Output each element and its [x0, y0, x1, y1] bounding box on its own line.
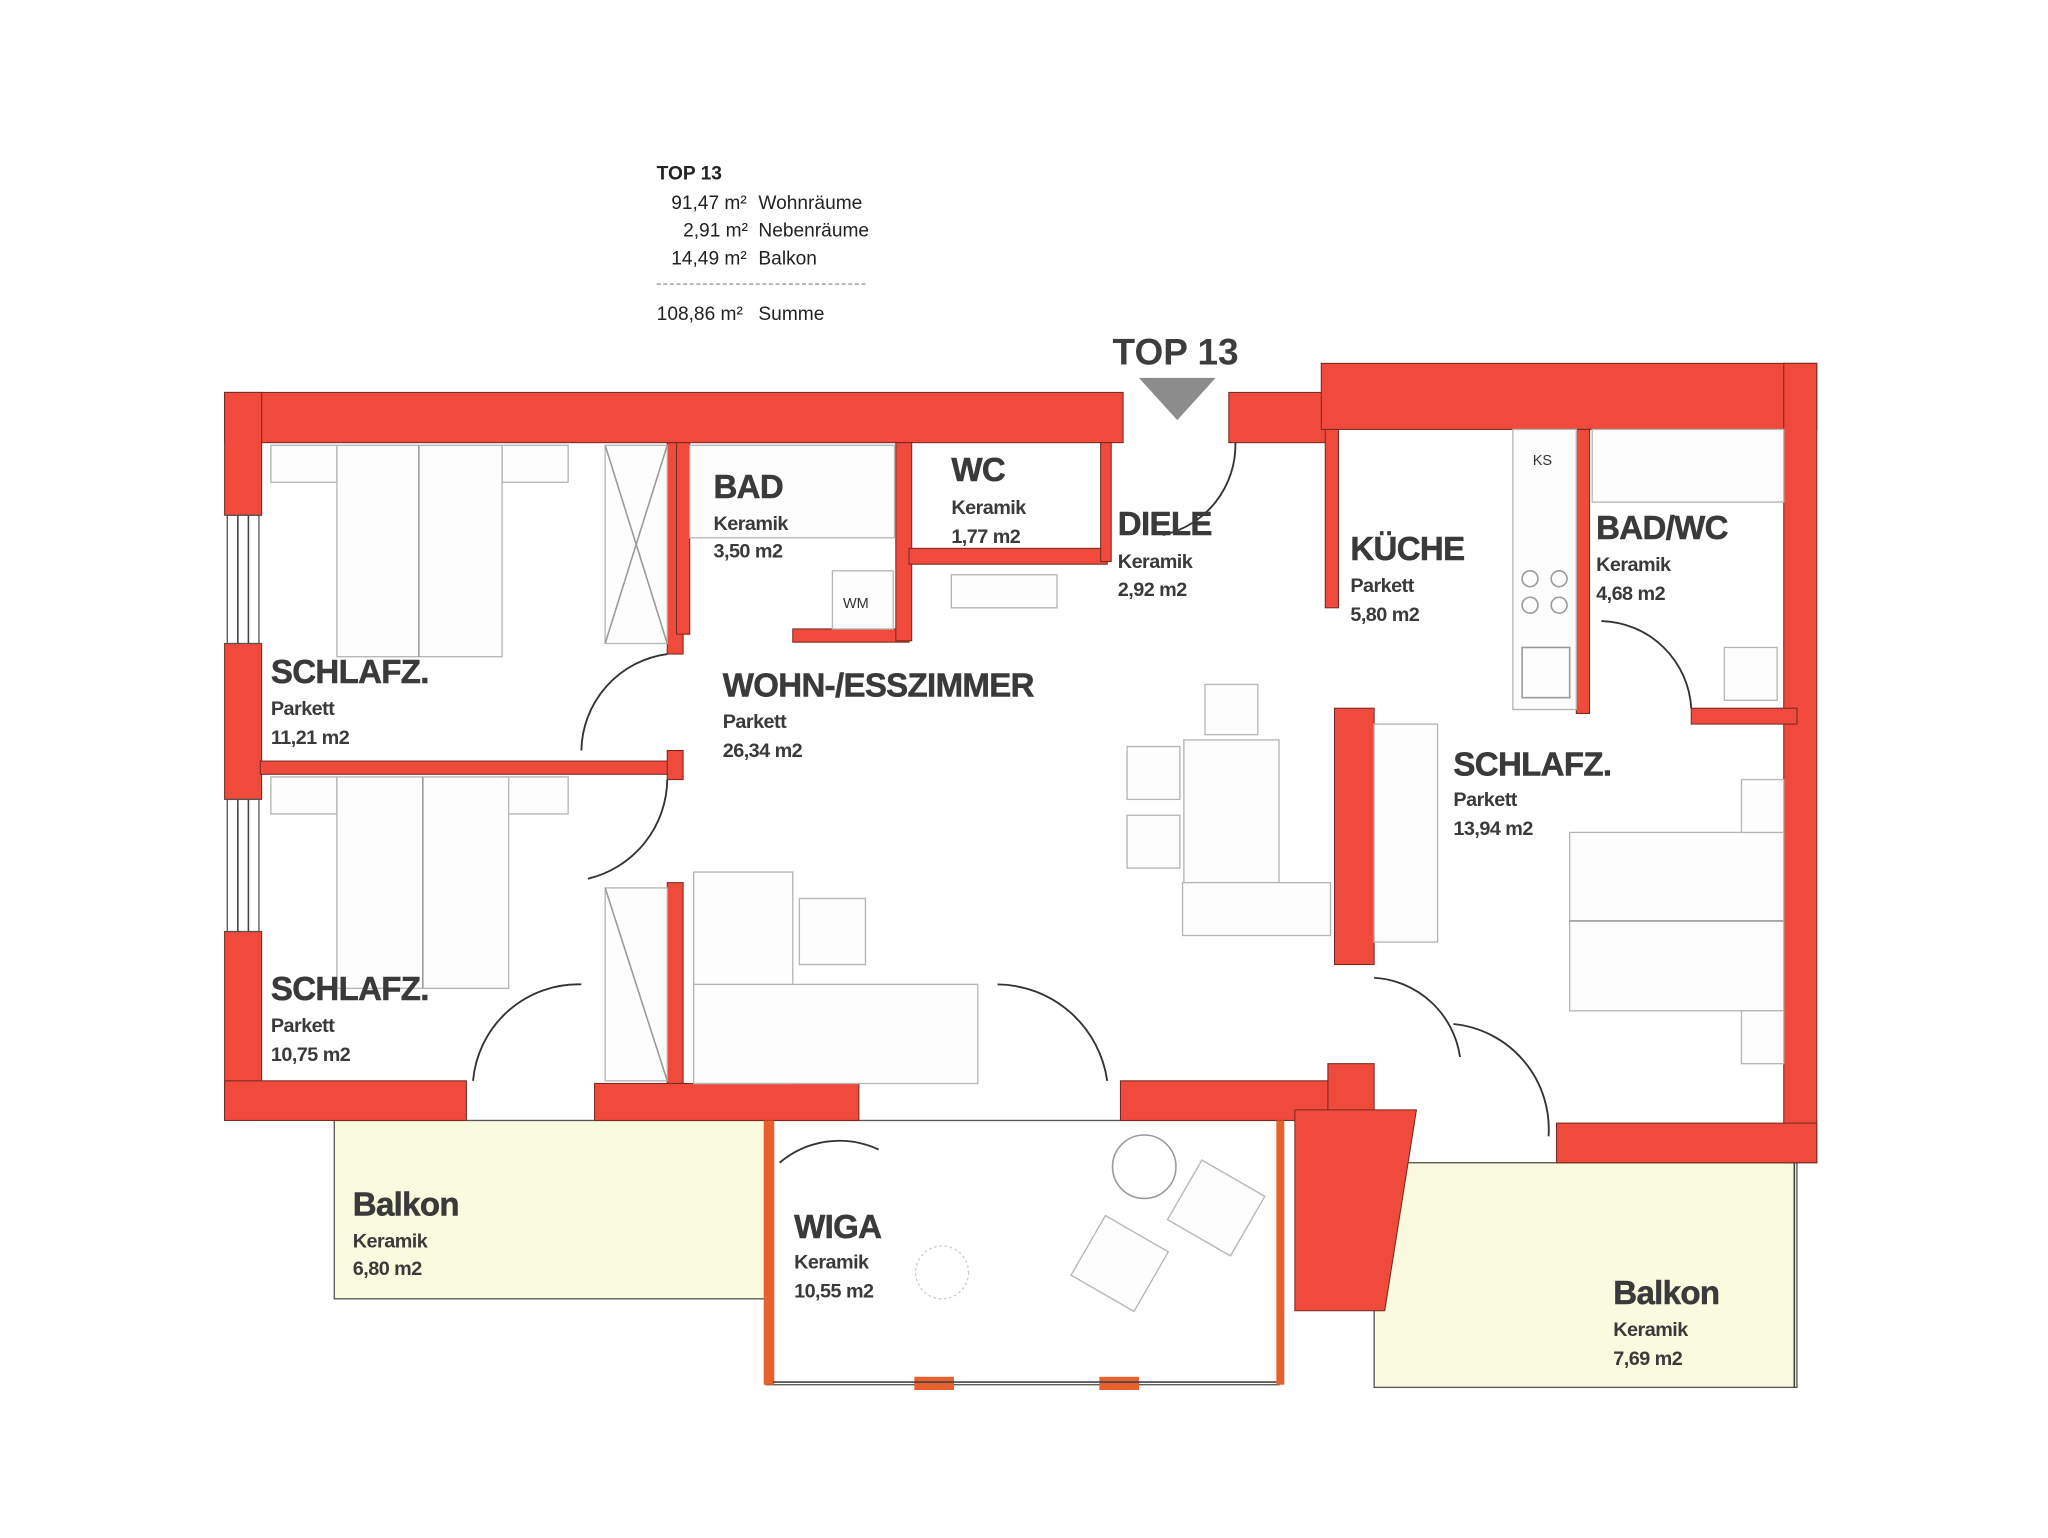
sideboard [1181, 881, 1332, 937]
summary-label-wohnraeume: Wohnräume [758, 193, 862, 214]
sofa [693, 983, 979, 1085]
room-area: 2,92 m2 [1118, 579, 1187, 601]
room-floor: Parkett [1453, 789, 1517, 811]
wiga-floor [765, 1119, 1280, 1386]
balcony-left-floor [333, 1119, 768, 1300]
chair [1126, 745, 1181, 801]
coffee-table [798, 897, 867, 966]
round-table [1111, 1134, 1177, 1200]
room-name: WOHN-/ESSZIMMER [723, 666, 1035, 703]
room-diele: DIELE Keramik 2,92 m2 [1118, 505, 1213, 601]
windows [226, 514, 1796, 1388]
room-name: KÜCHE [1350, 530, 1464, 567]
dining-table [1183, 739, 1280, 884]
room-name: Balkon [353, 1186, 459, 1223]
room-bad-wc: BAD/WC Keramik 4,68 m2 [1596, 509, 1729, 605]
room-balkon-1: Balkon Keramik 6,80 m2 [353, 1185, 460, 1280]
walls [224, 362, 1818, 1391]
room-wohn-esszimmer: WOHN-/ESSZIMMER Parkett 26,34 m2 [722, 666, 1035, 762]
area-summary: TOP 13 91,47 m² Wohnräume 2,91 m² Nebenr… [656, 164, 869, 325]
room-area: 10,75 m2 [271, 1044, 351, 1066]
entrance-label: TOP 13 [1113, 332, 1239, 373]
summary-value-balkon: 14,49 m² [671, 248, 747, 269]
room-floor: Keramik [353, 1230, 429, 1252]
doors [472, 442, 1693, 1164]
room-name: WC [951, 451, 1005, 488]
room-floor: Keramik [1613, 1319, 1689, 1341]
room-name: SCHLAFZ. [271, 653, 429, 690]
room-floor: Keramik [1118, 551, 1194, 573]
room-area: 6,80 m2 [353, 1258, 422, 1280]
room-area: 13,94 m2 [1453, 818, 1533, 840]
room-wc: WC Keramik 1,77 m2 [951, 451, 1028, 548]
room-name: Balkon [1613, 1274, 1719, 1311]
room-area: 5,80 m2 [1350, 604, 1419, 626]
room-balkon-2: Balkon Keramik 7,69 m2 [1613, 1274, 1720, 1370]
entrance-arrow-icon [1138, 377, 1216, 421]
room-area: 10,55 m2 [794, 1281, 874, 1303]
nightstand [270, 776, 338, 815]
balcony-right-floor [1373, 1162, 1798, 1389]
room-name: BAD/WC [1596, 509, 1728, 546]
room-wiga: WIGA Keramik 10,55 m2 [794, 1208, 882, 1303]
nightstand [270, 444, 338, 483]
room-floor: Parkett [271, 698, 335, 720]
plant-icon [914, 1245, 970, 1300]
summary-label-nebenraeume: Nebenräume [758, 221, 869, 242]
room-area: 1,77 m2 [951, 526, 1020, 548]
furniture: WM KS [270, 428, 1785, 1313]
summary-value-nebenraeume: 2,91 m² [683, 221, 749, 242]
summary-label-balkon: Balkon [758, 248, 817, 269]
room-schlafz-2: SCHLAFZ. Parkett 10,75 m2 [271, 970, 430, 1066]
room-floor: Parkett [723, 711, 787, 733]
summary-total-value: 108,86 m² [657, 304, 744, 325]
room-floor: Keramik [713, 513, 789, 535]
summary-title: TOP 13 [657, 164, 722, 185]
nightstand [501, 776, 569, 815]
washing-machine-label: WM [843, 596, 869, 612]
armchair [1166, 1159, 1266, 1257]
washing-machine [831, 570, 894, 630]
summary-total-label: Summe [758, 304, 824, 325]
wardrobe [1373, 723, 1439, 943]
room-floor: Parkett [1350, 575, 1414, 597]
room-name: SCHLAFZ. [1453, 746, 1611, 783]
room-area: 3,50 m2 [713, 541, 782, 563]
room-name: BAD [713, 468, 783, 505]
bathtub [1591, 428, 1785, 503]
chair [1126, 814, 1181, 869]
room-area: 4,68 m2 [1596, 583, 1665, 605]
room-floor: Keramik [1596, 554, 1672, 576]
summary-value-wohnraeume: 91,47 m² [671, 193, 747, 214]
armchair [1070, 1214, 1170, 1313]
nightstand [501, 444, 569, 483]
room-schlafz-3: SCHLAFZ. Parkett 13,94 m2 [1453, 745, 1612, 840]
room-name: SCHLAFZ. [271, 970, 429, 1007]
room-name: DIELE [1118, 505, 1212, 542]
room-area: 7,69 m2 [1613, 1348, 1682, 1370]
fridge-label: KS [1533, 453, 1553, 469]
room-floor: Keramik [951, 497, 1027, 519]
room-area: 26,34 m2 [723, 740, 803, 762]
wardrobe [950, 574, 1058, 609]
kitchen-counter [1512, 428, 1577, 711]
room-schlafz-1: SCHLAFZ. Parkett 11,21 m2 [271, 653, 430, 749]
room-kueche: KÜCHE Parkett 5,80 m2 [1350, 530, 1465, 626]
room-floor: Keramik [794, 1251, 870, 1273]
room-name: WIGA [794, 1208, 881, 1245]
shower [689, 444, 896, 539]
room-floor: Parkett [271, 1015, 335, 1037]
room-bad: BAD Keramik 3,50 m2 [713, 468, 790, 563]
room-area: 11,21 m2 [271, 727, 350, 749]
chair [1204, 683, 1259, 736]
